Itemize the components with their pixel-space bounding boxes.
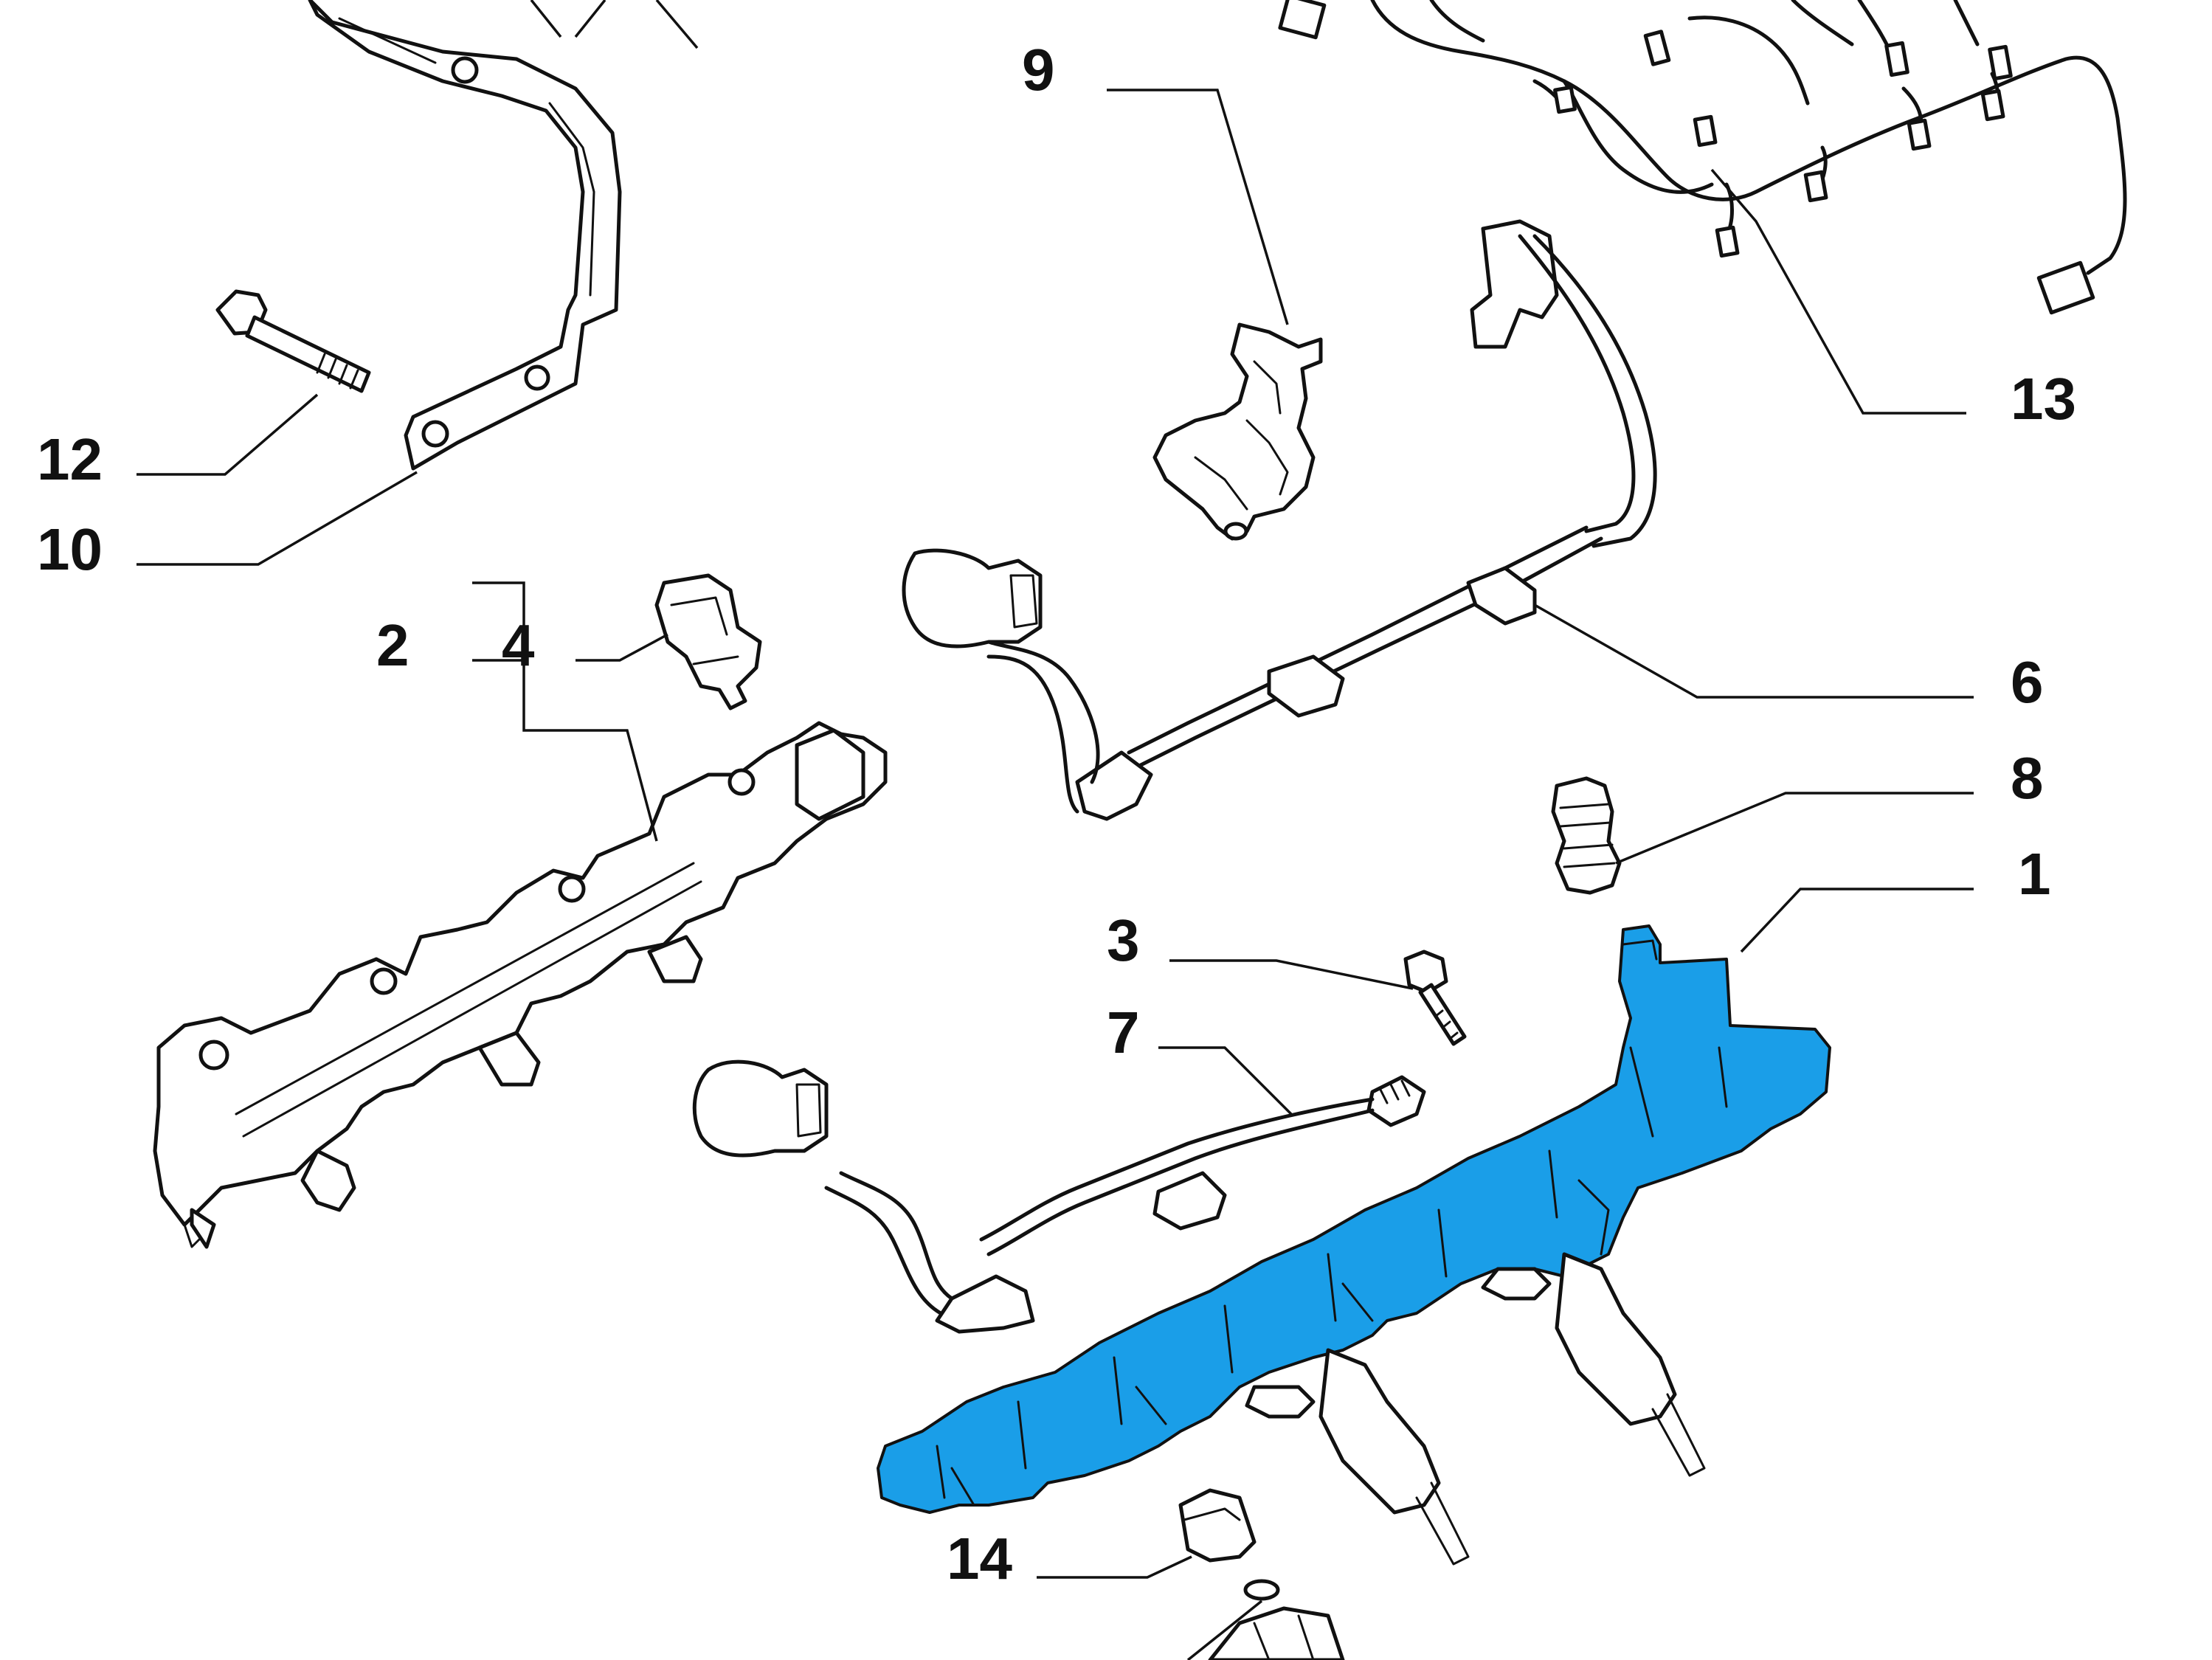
callout-12: 12 bbox=[37, 426, 103, 492]
harness-part-7[interactable] bbox=[692, 1059, 1426, 1334]
callout-10: 10 bbox=[37, 516, 103, 582]
fuel-rail-part-2[interactable] bbox=[153, 721, 888, 1249]
callout-4: 4 bbox=[502, 612, 535, 678]
fitting-part-8[interactable] bbox=[1551, 776, 1622, 895]
callout-6: 6 bbox=[2011, 649, 2044, 715]
callout-9: 9 bbox=[1022, 37, 1055, 103]
callout-2: 2 bbox=[376, 612, 409, 678]
fuel-rail-part-1-highlighted[interactable] bbox=[877, 924, 1831, 1566]
sensor-part-4[interactable] bbox=[654, 573, 762, 710]
callout-labels: 9 12 10 2 4 13 6 8 1 3 7 14 bbox=[37, 37, 2076, 1591]
callout-13: 13 bbox=[2011, 366, 2076, 432]
bolt-part-12[interactable] bbox=[215, 289, 371, 393]
leader-lines bbox=[136, 0, 1974, 1660]
callout-3: 3 bbox=[1107, 907, 1140, 973]
callout-1: 1 bbox=[2018, 841, 2051, 907]
callout-7: 7 bbox=[1107, 1000, 1140, 1065]
injector-harness-part-6[interactable] bbox=[902, 219, 1657, 821]
wiring-harness-part-13[interactable] bbox=[1278, 0, 2127, 315]
screw-part-3[interactable] bbox=[1403, 950, 1467, 1046]
clip-part-14[interactable] bbox=[1178, 1488, 1257, 1563]
callout-14: 14 bbox=[947, 1526, 1012, 1591]
bracket-part-10[interactable] bbox=[308, 0, 622, 471]
clip-part-9[interactable] bbox=[1152, 322, 1323, 541]
callout-8: 8 bbox=[2011, 745, 2044, 811]
injector-partial bbox=[1208, 1579, 1345, 1660]
